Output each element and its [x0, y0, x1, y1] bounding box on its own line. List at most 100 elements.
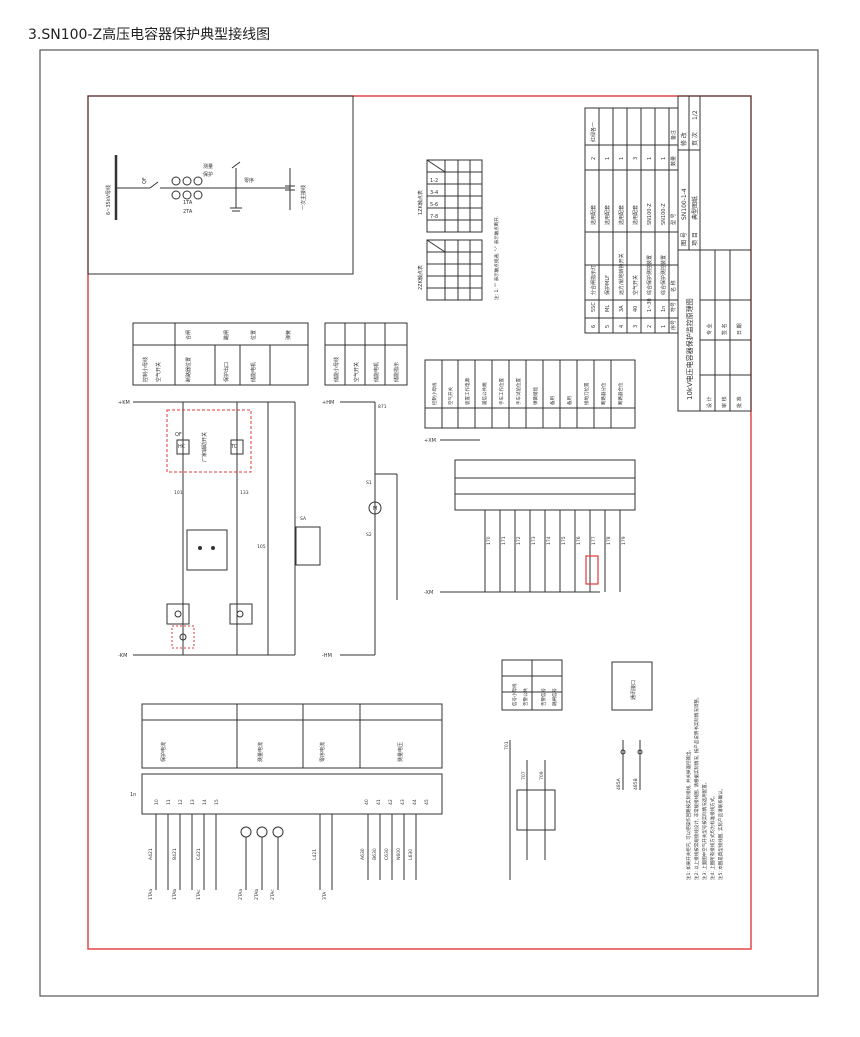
ctrl-red-box [166, 409, 252, 473]
bom-r2-sym: ML [605, 305, 611, 312]
ac-t-40: 40 [364, 799, 370, 805]
storage-s1: S1 [366, 480, 372, 486]
storage-hdr-4: 储能指示 [393, 362, 400, 382]
qf-label: QF [142, 177, 148, 184]
switch-table-left-caption: 1ZK触点表 [417, 190, 424, 215]
ac-group-measure: 测量电流 [257, 742, 264, 762]
signoff-approve: 批 准 [736, 396, 743, 408]
ctrl-bus-plus: +KM [118, 400, 130, 406]
sig-hdr-7: 弹簧储能 [532, 387, 539, 405]
ac-phase-c421: C421 [196, 848, 202, 860]
sigout-707: 707 [521, 771, 527, 780]
note-1: 注1: 如果开关柜内, 可以把操作回路按实际接线, 并关掉遥控输出。 [685, 747, 692, 880]
note-3: 注3: 上面图中空气开关型号按实际情况选用配置。 [701, 780, 708, 880]
ac-t-12: 12 [178, 799, 184, 805]
ctrl-label-qf: QF [175, 432, 182, 438]
bus-label: 6~35kV母线 [105, 185, 112, 215]
ctrl-label-105: 105 [257, 544, 266, 550]
note-4: 注4: 上图所有接线方式均为标准接线方式。 [709, 793, 716, 880]
bom-header-no: 序号 [670, 320, 677, 330]
bom-r3-qty: 1 [619, 157, 625, 160]
ctrl-hdr-6: 合闸 [185, 330, 192, 340]
sig-io-177: 177 [591, 536, 597, 545]
ac-phase-l421: L421 [312, 849, 318, 860]
switch-row-4: 7-8 [430, 214, 438, 220]
signoff-col-discipline: 专 业 [706, 323, 713, 335]
ctrl-hdr-8: 位置 [250, 330, 257, 340]
notes: 注1: 如果开关柜内, 可以把操作回路按实际接线, 并关掉遥控输出。 注2: 以… [685, 695, 724, 880]
ac-phase-b421: B421 [172, 848, 178, 860]
storage-s2: S2 [366, 532, 372, 538]
ct-label-protect: 保护 [203, 171, 213, 178]
sig-hdr-1: 控制小母线 [431, 382, 438, 405]
bom-r2-name: 保护MLF [604, 275, 611, 295]
ctrl-hdr-9: 弹簧 [285, 330, 292, 340]
title-block-drawing-no: SN100-1-4 [681, 188, 688, 220]
comm-label: 通讯接口 [630, 680, 637, 700]
bom-r4-no: 3 [633, 325, 639, 328]
ctrl-hdr-4: 保护出口 [223, 362, 230, 382]
switch-contact-tables: 1ZK触点表 1-2 3-4 5-6 7-8 2ZK触点表 注: 1. "" 表… [417, 159, 500, 301]
switch-table-right: 2ZK触点表 [417, 239, 483, 301]
bom-r5-qty: 1 [647, 157, 653, 160]
ac-volt-a630: A630 [360, 848, 366, 860]
bom-table: 序号 符号 名 称 型 号 数量 备注 6 5SC 分合闸指示灯 选用配套 2 … [584, 107, 679, 334]
title-block: 修 改 页 次 1/2 图 号 SN100-1-4 项 目 典型图纸 10kV电… [677, 95, 752, 412]
bom-r4-name: 空气开关 [632, 275, 639, 295]
bom-r2-qty: 1 [605, 157, 611, 160]
sig-hdr-3: 装置工作电源 [464, 378, 471, 405]
sig-bus-plus: +XM [424, 438, 436, 444]
bom-r1-remark: 红绿各一 [590, 122, 597, 142]
load-label: 一次主接线 [300, 185, 307, 210]
signoff-design: 设 计 [706, 396, 713, 408]
storage-hdr-2: 空气开关 [353, 362, 360, 382]
bom-r4-sym: 40 [633, 306, 639, 312]
ac-ct-2tac: 2TAc [270, 889, 276, 900]
ac-t-44: 44 [412, 799, 418, 805]
storage-motor-circuit: 储能小母线 空气开关 储能电机 储能指示 +HM -HM M S1 S2 871 [322, 322, 408, 659]
ac-ct-2taa: 2TAa [238, 889, 244, 900]
ac-ct-3ta: 3TA [322, 891, 328, 900]
ctrl-label-101: 101 [174, 490, 183, 496]
sigout-hdr-4: 跳闸信号 [551, 688, 558, 706]
bom-r1-no: 6 [591, 325, 597, 328]
bom-r3-model: 选用配套 [618, 205, 625, 225]
bom-r6-sym: 1n [661, 306, 667, 312]
signoff-col-signature: 签 名 [721, 323, 728, 335]
ac-t-15: 15 [214, 799, 220, 805]
storage-hdr-1: 储能小母线 [333, 357, 340, 382]
title-block-title: 10kV电压电容器保护监控原理图 [685, 298, 694, 400]
switch-table-note: 注: 1. "" 表示触点接通, "-" 表示触点断开. [493, 216, 500, 300]
ac-volt-n600: N600 [396, 848, 402, 860]
signoff-col-date: 日 期 [737, 323, 743, 335]
ac-ct-1taa: 1TAa [148, 889, 154, 900]
sigout-hdr-2: 告警公共 [522, 688, 529, 706]
ct-label-measure: 测量 [203, 163, 213, 170]
page-title: 3.SN100-Z高压电容器保护典型接线图 [28, 27, 271, 43]
bom-r1-model: 选用配套 [590, 205, 597, 225]
sig-io-170: 170 [486, 536, 492, 545]
note-5: 注5: 本图是典型接线图, 实际产品请联系确认。 [717, 786, 724, 880]
sig-io-174: 174 [546, 536, 552, 545]
storage-bus-plus: +HM [322, 400, 334, 406]
title-block-sheet-label: 页 次 [691, 132, 699, 146]
sig-io-176: 176 [576, 536, 582, 545]
ctrl-label-133: 133 [240, 490, 249, 496]
switch-table-right-caption: 2ZK触点表 [417, 265, 424, 290]
bom-header-symbol: 符号 [670, 302, 677, 312]
bom-r4-model: 选用配套 [632, 205, 639, 225]
sig-io-172: 172 [516, 536, 522, 545]
ac-t-10: 10 [154, 799, 160, 805]
bom-r6-name: 综合保护测控装置 [660, 255, 667, 295]
ac-t-14: 14 [202, 799, 208, 805]
sig-hdr-5: 手车工作位置 [498, 378, 505, 405]
storage-motor-m: M [373, 506, 377, 512]
bom-r6-no: 1 [661, 325, 667, 328]
title-block-drawing-no-label: 图 号 [681, 232, 688, 246]
title-block-revision-label: 修 改 [680, 132, 688, 146]
ac-t-11: 11 [166, 799, 172, 805]
sig-io-179: 179 [621, 536, 627, 545]
ac-ct-1tab: 1TAb [172, 889, 178, 900]
title-block-project: 典型图纸 [691, 196, 699, 220]
control-circuit: 控制小母线 空气开关 断路器位置 保护出口 储能电机 合闸 跳闸 位置 弹簧 +… [118, 322, 321, 659]
